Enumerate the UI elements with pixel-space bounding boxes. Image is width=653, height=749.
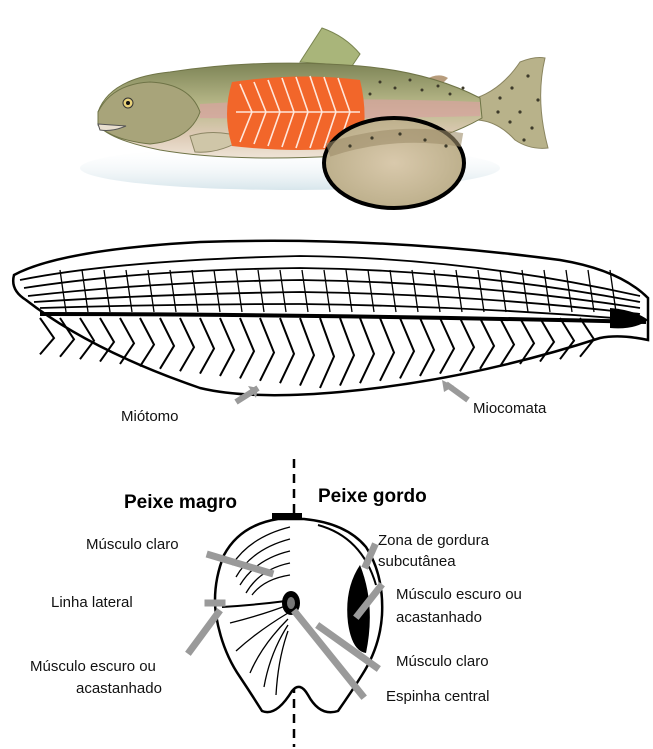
dorsal-fin [300,28,360,66]
tail-fin [470,58,548,149]
miocomata-label: Miocomata [473,400,546,418]
label-linha-lateral: Linha lateral [51,594,133,612]
label-musculo-claro-left: Músculo claro [86,536,179,554]
label-zona-gordura-1: Zona de gordura [378,532,489,550]
magnifier-circle-icon [324,118,464,208]
miotomo-label: Miótomo [121,408,179,426]
label-espinha-central: Espinha central [386,688,489,706]
arrow-musculo-escuro-left [190,613,218,651]
salmon-illustration [0,0,653,225]
myotome-diagram [0,230,653,405]
label-musculo-escuro-left-2: acastanhado [76,680,162,698]
label-zona-gordura-2: subcutânea [378,553,456,571]
miocomata-arrow [442,380,468,400]
label-musculo-claro-right: Músculo claro [396,653,489,671]
myotome-chevron [40,318,54,354]
label-musculo-escuro-right-1: Músculo escuro ou [396,586,522,604]
label-musculo-escuro-left-1: Músculo escuro ou [30,658,156,676]
label-musculo-escuro-right-2: acastanhado [396,609,482,627]
